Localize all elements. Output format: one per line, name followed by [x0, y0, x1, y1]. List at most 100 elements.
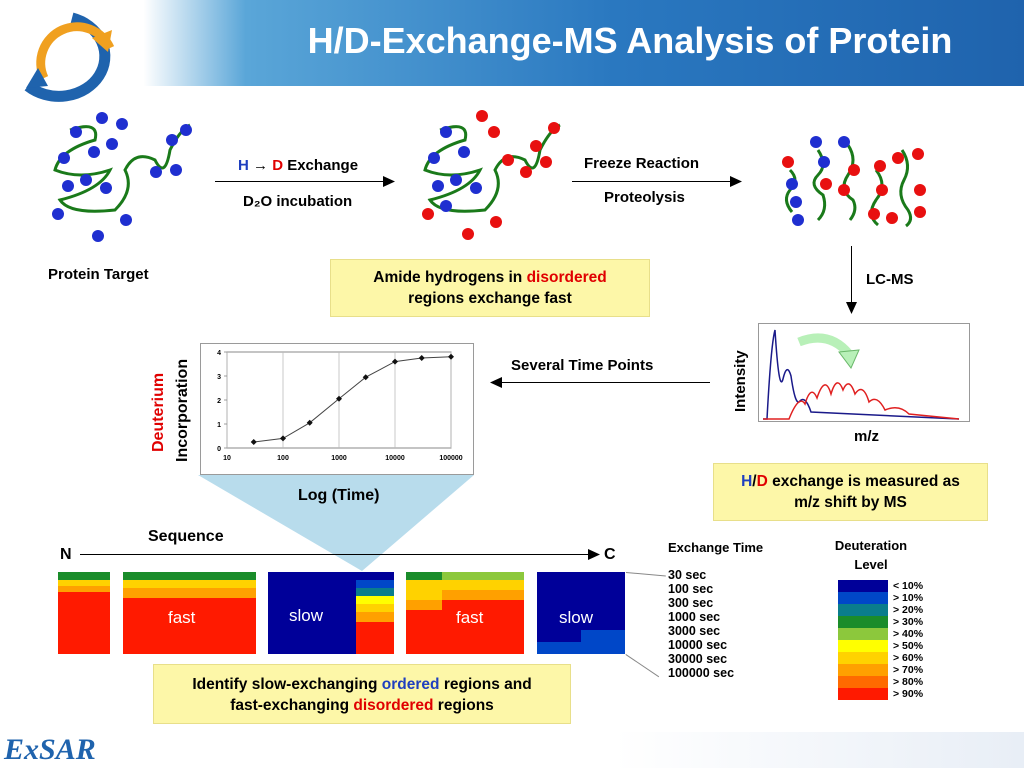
- deuteration-level-label: > 20%: [893, 604, 924, 616]
- time-points-arrowhead-icon: [490, 377, 502, 388]
- deuteration-level-title: Deuteration Level: [830, 536, 912, 574]
- spectrum-xlabel: m/z: [854, 428, 880, 445]
- uptake-point: [362, 374, 369, 381]
- zoom-triangle: [198, 475, 474, 571]
- uptake-point: [306, 419, 313, 426]
- deuteration-legend-labels: < 10% > 10% > 20% > 30% > 40% > 50% > 60…: [893, 580, 923, 700]
- footer-logo-text: ExSAR: [4, 733, 96, 766]
- deuteration-swatch: [838, 652, 888, 664]
- hd-note-line2: m/z shift by MS: [794, 494, 907, 511]
- lcms-arrow-line: [851, 246, 852, 304]
- uptake-point: [392, 358, 398, 365]
- deuteration-swatch: [838, 592, 888, 604]
- y-tick-label: 4: [217, 350, 221, 357]
- sequence-arrow-line: [80, 554, 590, 555]
- protein-target-icon: [52, 112, 192, 242]
- footer-bar: [0, 732, 1024, 768]
- deuterated-protein-icon: [422, 110, 561, 240]
- x-tick-label: 10: [223, 455, 231, 462]
- chart-xlabel: Log (Time): [298, 487, 380, 504]
- sequence-arrowhead-icon: [588, 549, 600, 560]
- exsar-logo-icon: [24, 12, 115, 102]
- bottom-note-mid: regions and: [443, 676, 532, 693]
- uptake-point: [250, 439, 257, 445]
- deuteration-title-line2: Level: [854, 557, 888, 572]
- deuteration-level-label: > 50%: [893, 640, 924, 652]
- deuteration-level-label: > 40%: [893, 628, 924, 640]
- uptake-point: [336, 395, 342, 402]
- y-tick-label: 1: [217, 422, 221, 429]
- mass-spectrum: [758, 323, 970, 422]
- step1-exchange: Exchange: [287, 157, 359, 174]
- step1-line1: H → D Exchange: [238, 157, 358, 174]
- peptide-fragments-icon: [782, 136, 926, 228]
- time-points-arrow-line: [500, 382, 710, 383]
- exchange-time-item: 30000 sec: [668, 652, 728, 666]
- deuteration-swatch: [838, 616, 888, 628]
- y-tick-label: 0: [217, 446, 221, 453]
- deuteration-level-label: > 60%: [893, 652, 924, 664]
- step2-arrowhead-icon: [730, 176, 742, 187]
- deuteration-legend-swatches: [838, 580, 888, 700]
- bottom-note-blue: ordered: [381, 676, 440, 693]
- deuteration-swatch: [838, 664, 888, 676]
- deuteration-level-label: > 10%: [893, 592, 924, 604]
- uptake-line: [253, 356, 452, 443]
- deuteration-swatch: [838, 604, 888, 616]
- spectrum-plot: [763, 329, 960, 420]
- bottom-note-line2-pre: fast-exchanging: [230, 697, 350, 714]
- x-tick-label: 100000: [439, 455, 462, 462]
- step2-arrow-line: [572, 181, 732, 182]
- uptake-point: [448, 353, 454, 360]
- step1-h: H: [238, 157, 249, 174]
- step1-d: D: [272, 157, 284, 174]
- hd-note-slash: /: [752, 473, 757, 490]
- deuteration-level-label: < 10%: [893, 580, 924, 592]
- sequence-label: Sequence: [148, 528, 224, 545]
- time-points-label: Several Time Points: [511, 357, 654, 374]
- exchange-time-title: Exchange Time: [668, 540, 764, 555]
- exchange-time-item: 10000 sec: [668, 638, 728, 652]
- y-tick-label: 2: [217, 398, 221, 405]
- step1-line2: D₂O incubation: [243, 193, 353, 210]
- peptide-block-4: fast: [406, 572, 524, 654]
- hd-note: H/D exchange is measured as m/z shift by…: [713, 463, 988, 521]
- deuteration-swatch: [838, 640, 888, 652]
- peptide-block-5: slow: [537, 572, 625, 654]
- step1-arrow-glyph: →: [253, 157, 269, 174]
- c-terminus-label: C: [604, 546, 616, 563]
- hd-note-rest: exchange is measured as: [772, 473, 960, 490]
- deuteration-swatch: [838, 628, 888, 640]
- lcms-label: LC-MS: [866, 271, 914, 288]
- lcms-arrowhead-icon: [846, 302, 857, 314]
- x-tick-label: 10000: [385, 455, 405, 462]
- exchange-time-item: 3000 sec: [668, 624, 721, 638]
- exchange-time-item: 100 sec: [668, 582, 714, 596]
- amide-note-pre: Amide hydrogens in: [373, 269, 523, 286]
- exchange-time-list: 30 sec 100 sec 300 sec 1000 sec 3000 sec…: [668, 568, 734, 680]
- y-tick-label: 3: [217, 374, 221, 381]
- bottom-note-pre: Identify slow-exchanging: [192, 676, 378, 693]
- connector-bottom: [625, 654, 660, 678]
- peptide-block-4-label: fast: [456, 608, 484, 627]
- step1-arrow-line: [215, 181, 385, 182]
- step2-line1: Freeze Reaction: [584, 155, 700, 172]
- uptake-point: [280, 435, 286, 442]
- peptide-block-2: fast: [123, 572, 256, 654]
- deuteration-level-label: > 90%: [893, 688, 924, 700]
- amide-note: Amide hydrogens in disordered regions ex…: [330, 259, 650, 317]
- step1-arrowhead-icon: [383, 176, 395, 187]
- header-banner: [0, 0, 1024, 86]
- chart-ylabel-red: Deuterium: [150, 372, 167, 452]
- step2-line2: Proteolysis: [604, 189, 685, 206]
- amide-note-red: disordered: [526, 269, 607, 286]
- n-terminus-label: N: [60, 546, 72, 563]
- spectrum-ylabel: Intensity: [732, 350, 749, 412]
- protein-target-label: Protein Target: [48, 266, 149, 283]
- x-tick-label: 100: [277, 455, 289, 462]
- peptide-block-3-label: slow: [289, 606, 324, 625]
- peptide-block-3: slow: [268, 572, 394, 654]
- bottom-note: Identify slow-exchanging ordered regions…: [153, 664, 571, 724]
- deuteration-title-line1: Deuteration: [834, 538, 908, 553]
